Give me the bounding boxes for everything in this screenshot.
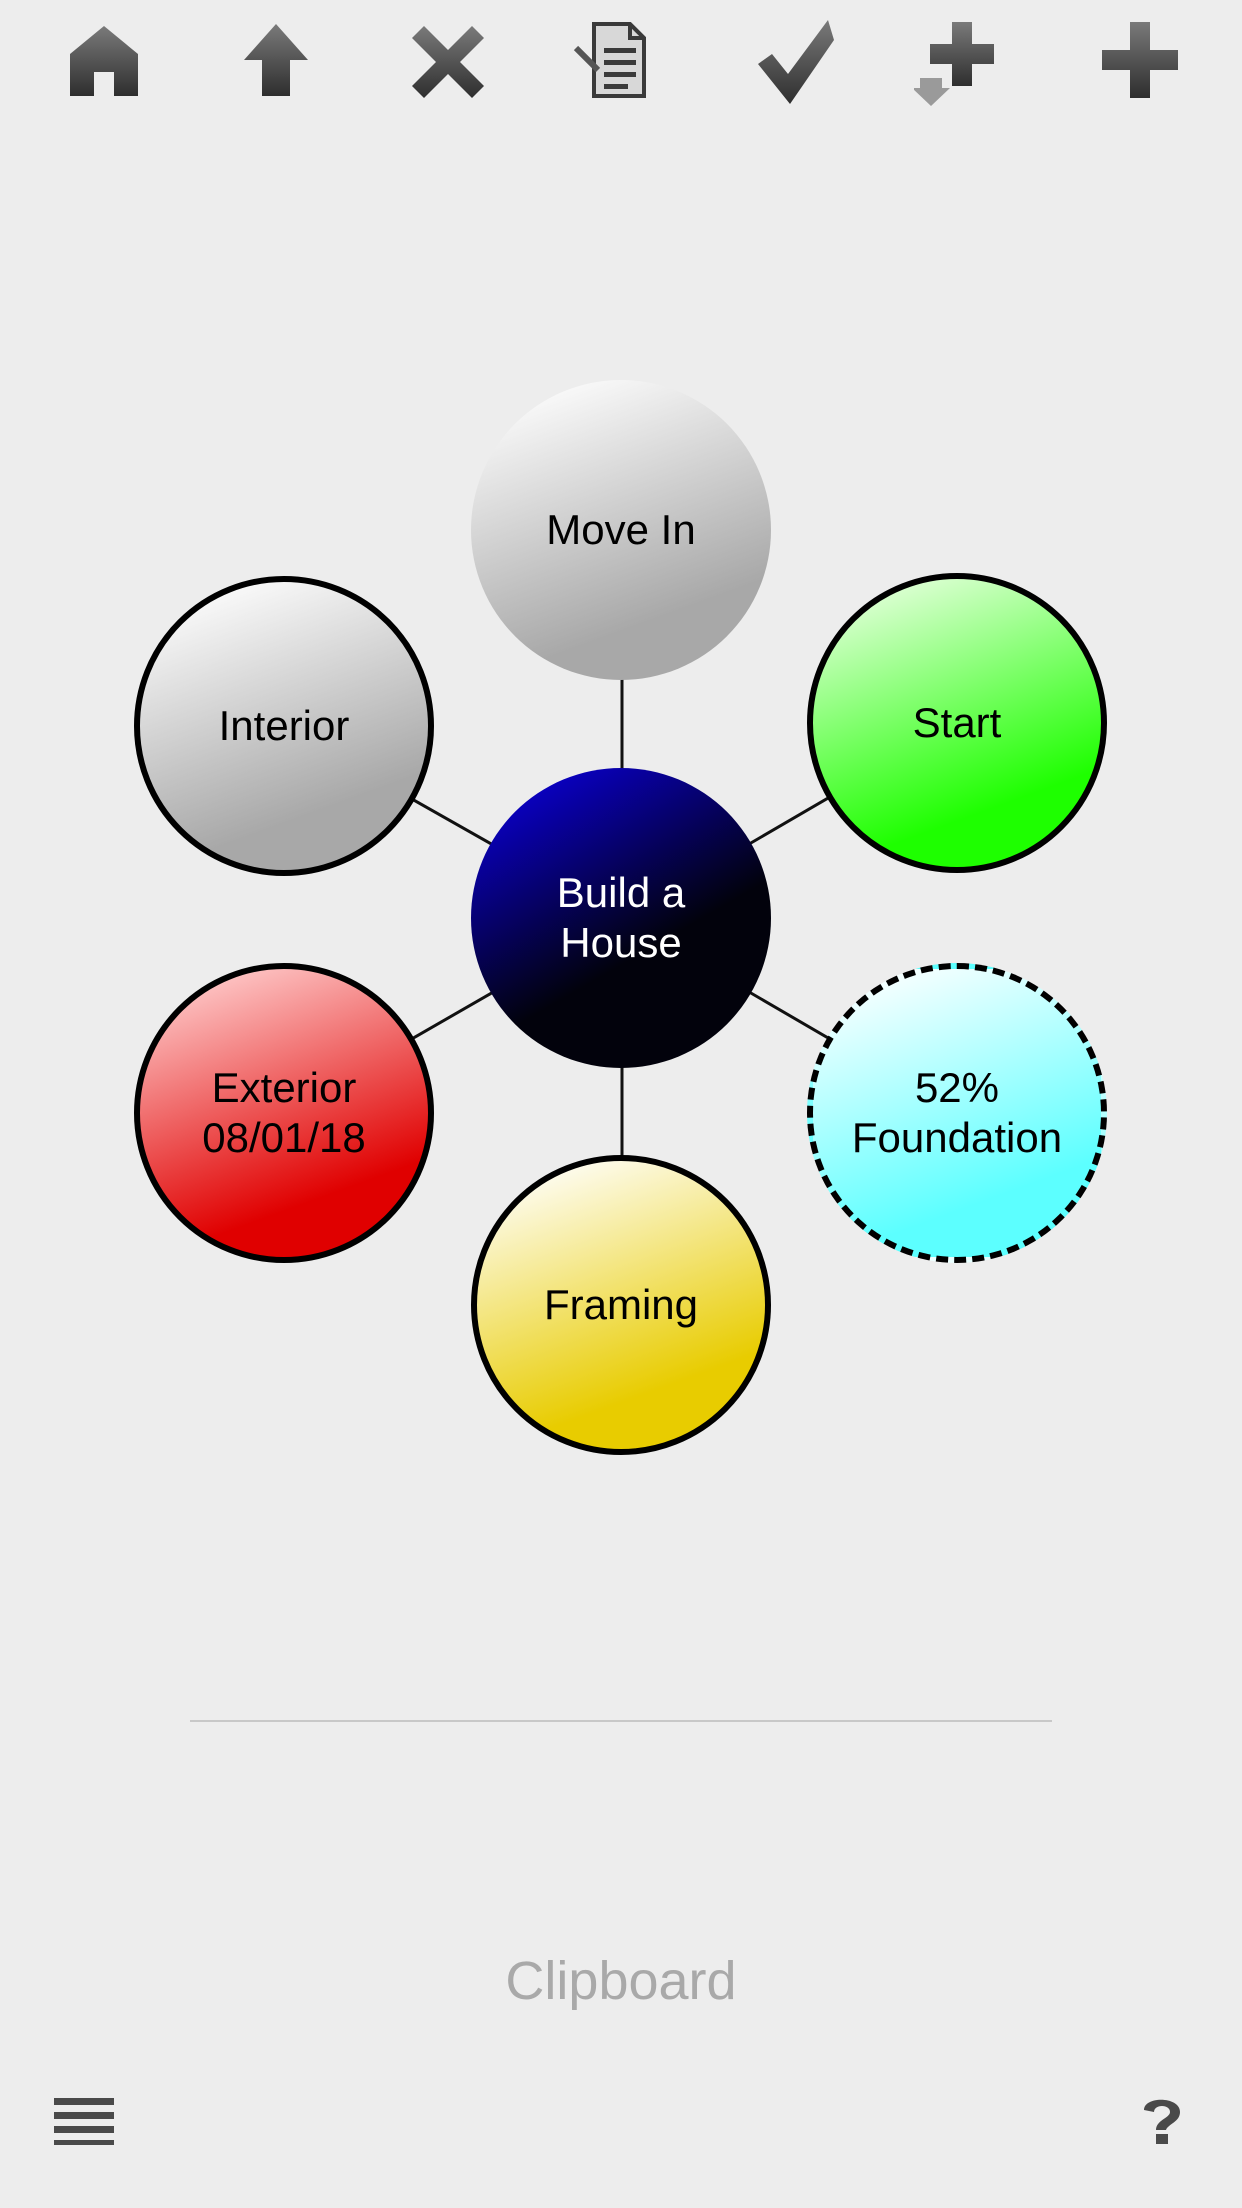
node-label: 52% Foundation [851,1064,1063,1161]
add-child-button[interactable] [914,12,1010,108]
up-button[interactable] [228,12,324,108]
help-button[interactable] [1132,2090,1192,2150]
node-label: Start [912,699,1002,746]
node-label: Build a House [556,869,686,966]
check-icon [758,20,834,104]
home-button[interactable] [56,12,152,108]
node-root-build-a-house[interactable]: Build a House [471,768,771,1068]
add-child-icon [914,22,994,106]
notes-button[interactable] [568,12,664,108]
notes-icon [573,22,646,98]
clipboard-label[interactable]: Clipboard [505,1951,737,2011]
home-icon [70,26,138,96]
up-arrow-icon [244,24,308,96]
node-start[interactable]: Start [807,573,1107,873]
node-label: Move In [546,506,696,553]
node-move-in[interactable]: Move In [471,380,771,680]
toolbar [0,0,1242,130]
mindmap-canvas[interactable]: Move In Start Interior Build a House 52%… [0,0,1242,1700]
node-foundation[interactable]: 52% Foundation [807,963,1107,1263]
menu-button[interactable] [50,2090,120,2150]
delete-icon [412,26,484,98]
node-interior[interactable]: Interior [134,576,434,876]
delete-button[interactable] [400,12,496,108]
check-button[interactable] [748,12,844,108]
add-button[interactable] [1092,12,1188,108]
add-icon [1102,22,1178,98]
node-label: Framing [543,1281,699,1328]
clipboard-divider [190,1720,1052,1722]
hamburger-menu-icon [54,2098,114,2145]
help-icon [1144,2099,1180,2144]
node-label: Exterior 08/01/18 [202,1064,366,1161]
node-framing[interactable]: Framing [471,1155,771,1455]
node-exterior[interactable]: Exterior 08/01/18 [134,963,434,1263]
node-label: Interior [218,702,350,749]
